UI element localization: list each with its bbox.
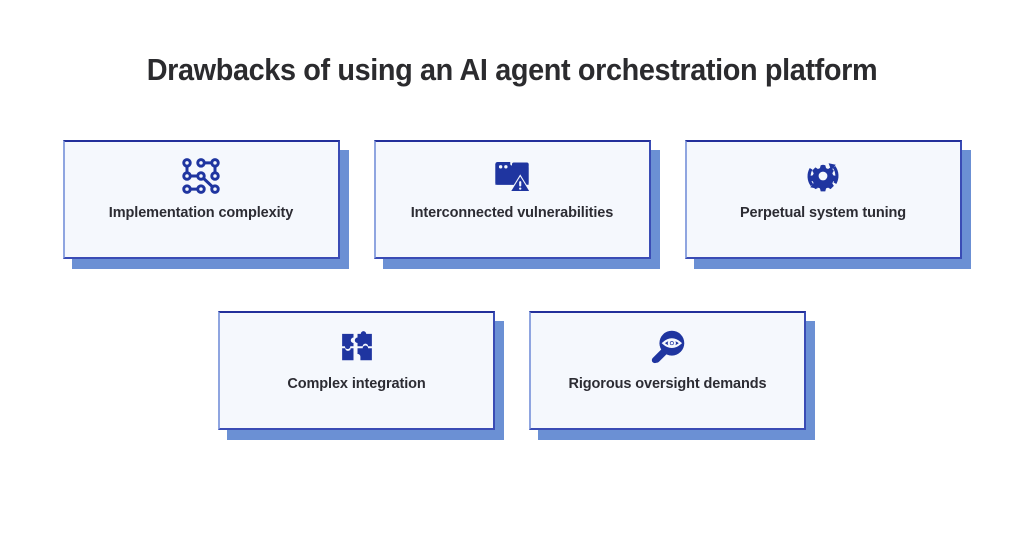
- browser-window-warning-icon: [491, 155, 533, 197]
- page-title: Drawbacks of using an AI agent orchestra…: [146, 52, 878, 87]
- card-interconnected-vulnerabilities[interactable]: Interconnected vulnerabilities: [373, 140, 660, 269]
- card-body[interactable]: Rigorous oversight demands: [529, 311, 806, 430]
- card-label: Interconnected vulnerabilities: [410, 205, 614, 221]
- card-rigorous-oversight-demands[interactable]: Rigorous oversight demands: [529, 311, 815, 440]
- card-label: Implementation complexity: [108, 205, 294, 221]
- card-perpetual-system-tuning[interactable]: Perpetual system tuning: [684, 140, 971, 269]
- card-body[interactable]: Complex integration: [218, 311, 495, 430]
- magnifier-eye-icon: [647, 326, 689, 368]
- gear-refresh-icon: [802, 155, 844, 197]
- puzzle-pieces-icon: [336, 326, 378, 368]
- card-complex-integration[interactable]: Complex integration: [218, 311, 504, 440]
- card-row-2: Complex integration: [0, 311, 1024, 440]
- card-label: Rigorous oversight demands: [568, 376, 767, 392]
- card-row-1: Implementation complexity: [0, 140, 1024, 269]
- card-body[interactable]: Perpetual system tuning: [684, 140, 962, 259]
- network-nodes-icon: [180, 155, 222, 197]
- card-label: Complex integration: [287, 376, 426, 392]
- card-label: Perpetual system tuning: [739, 205, 907, 221]
- card-implementation-complexity[interactable]: Implementation complexity: [62, 140, 349, 269]
- card-body[interactable]: Implementation complexity: [62, 140, 340, 259]
- card-body[interactable]: Interconnected vulnerabilities: [373, 140, 651, 259]
